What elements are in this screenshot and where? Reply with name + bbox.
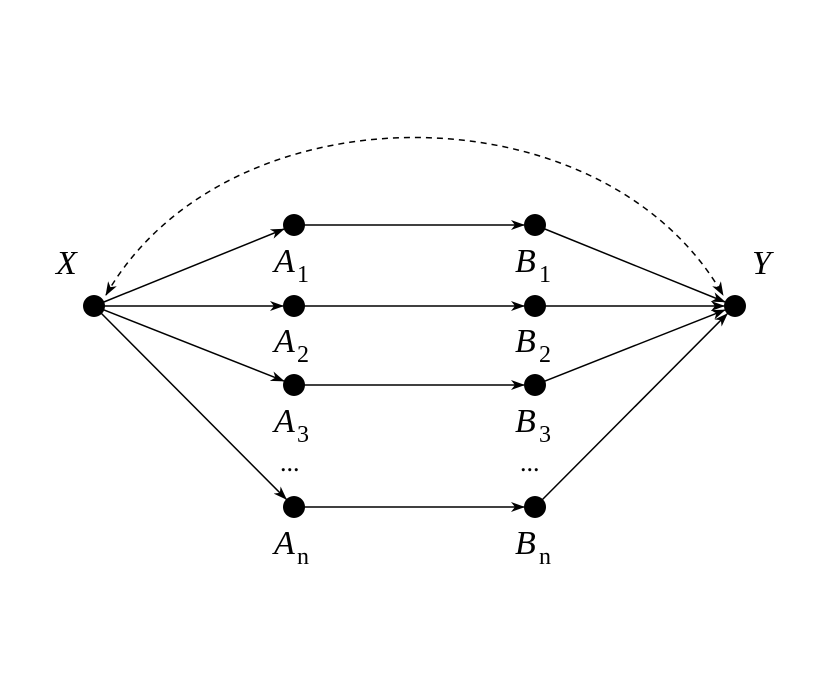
label-bn: B n	[515, 525, 551, 570]
label-b1: B 1	[515, 243, 551, 288]
ellipsis-a-column: ...	[280, 448, 300, 477]
label-b3: B 3	[515, 403, 551, 448]
edge-b3-y-arrow	[543, 309, 726, 383]
edge-x-a3-arrow	[102, 308, 285, 382]
node-label-a2: A	[272, 323, 295, 360]
node-subscript-b1: 1	[539, 262, 551, 288]
node-b3	[524, 374, 546, 396]
label-a2: A 2	[272, 323, 309, 368]
node-subscript-b3: 3	[539, 422, 551, 448]
node-label-b2: B	[515, 323, 536, 360]
node-subscript-an: n	[297, 544, 309, 570]
node-label-an: A	[272, 525, 295, 562]
node-a1	[283, 214, 305, 236]
node-bn	[524, 496, 546, 518]
node-y	[724, 295, 746, 317]
edge-bn-y-arrow	[540, 313, 728, 502]
edge-x-a1-arrow	[102, 228, 285, 304]
edge-b1-y-arrow	[543, 227, 726, 303]
node-subscript-a3: 3	[297, 422, 309, 448]
label-y: Y	[752, 245, 774, 282]
node-label-bn: B	[515, 525, 536, 562]
node-an	[283, 496, 305, 518]
node-label-b1: B	[515, 243, 536, 280]
node-label-b3: B	[515, 403, 536, 440]
node-subscript-bn: n	[539, 544, 551, 570]
node-x	[83, 295, 105, 317]
node-label-x: X	[54, 245, 78, 282]
node-layer	[83, 214, 746, 518]
ellipsis-b-column: ...	[520, 448, 540, 477]
edge-x-y-dashed-arc	[105, 136, 724, 296]
node-label-y: Y	[752, 245, 774, 282]
label-b2: B 2	[515, 323, 551, 368]
label-a1: A 1	[272, 243, 309, 288]
node-subscript-b2: 2	[539, 342, 551, 368]
node-a3	[283, 374, 305, 396]
node-a2	[283, 295, 305, 317]
label-an: A n	[272, 525, 309, 570]
node-b1	[524, 214, 546, 236]
label-a3: A 3	[272, 403, 309, 448]
edge-layer	[99, 136, 728, 512]
node-subscript-a1: 1	[297, 262, 309, 288]
label-x: X	[54, 245, 78, 282]
node-subscript-a2: 2	[297, 342, 309, 368]
node-label-a3: A	[272, 403, 295, 440]
node-label-a1: A	[272, 243, 295, 280]
node-b2	[524, 295, 546, 317]
edge-x-an-arrow	[99, 311, 287, 500]
